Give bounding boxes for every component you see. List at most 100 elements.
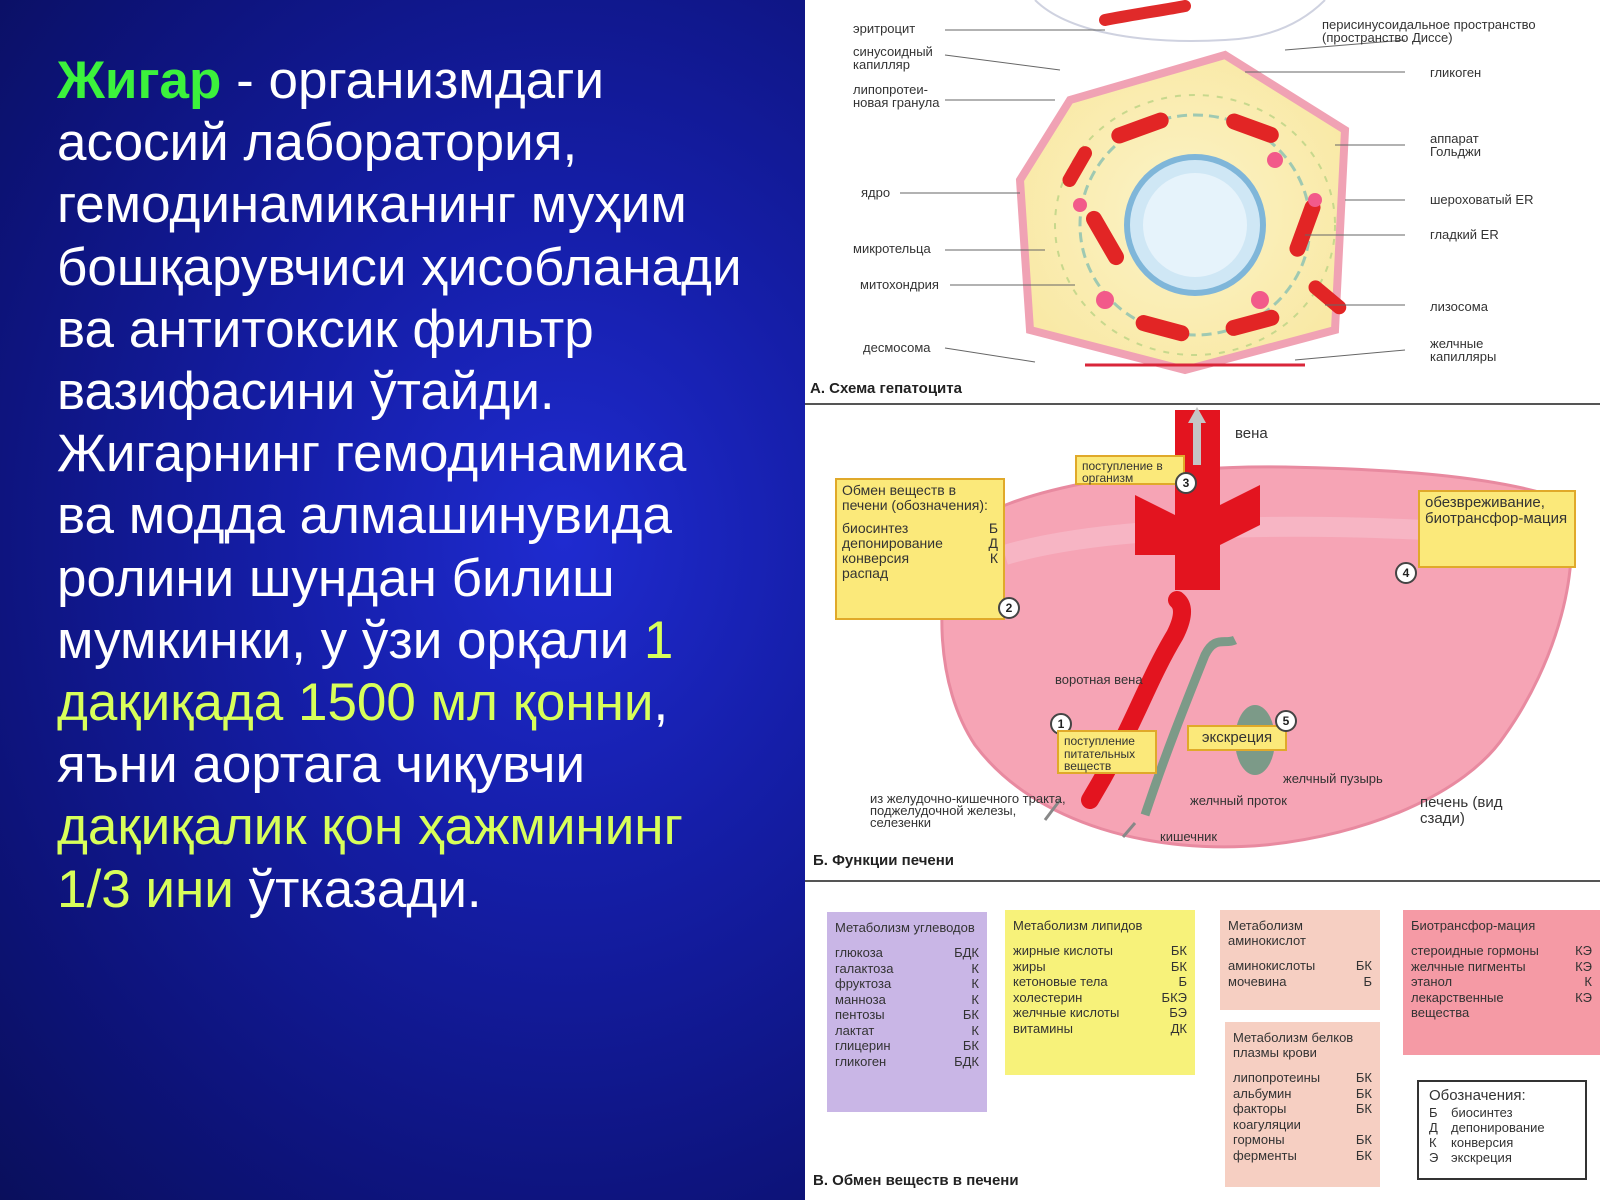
row-code: БК bbox=[962, 1007, 979, 1022]
row-label: биосинтез bbox=[842, 520, 909, 536]
metabolism-box-title: Обмен веществ в печени (обозначения): bbox=[842, 482, 988, 513]
row-code: К bbox=[971, 976, 979, 991]
row-code: КЭ bbox=[1575, 943, 1592, 958]
detox-box: обезвреживание, биотрансфор-мация bbox=[1418, 490, 1576, 568]
highlight-volume: дақиқалик қон ҳажмининг 1/3 ини bbox=[57, 797, 683, 919]
label-gallbladder: желчный пузырь bbox=[1283, 771, 1383, 786]
row-label: кетоновые тела bbox=[1013, 974, 1108, 989]
row-code: ДК bbox=[1170, 1020, 1187, 1036]
text-part-1: - организмдаги асосий лаборатория, гемод… bbox=[57, 51, 742, 670]
row-code: К bbox=[989, 550, 998, 566]
row-label: фруктоза bbox=[835, 976, 892, 991]
label-bile-canaliculi: желчные капилляры bbox=[1430, 336, 1497, 364]
section-b-title: Б. Функции печени bbox=[813, 852, 955, 869]
row-code: КЭ bbox=[1575, 989, 1592, 1005]
section-c-title: В. Обмен веществ в печени bbox=[813, 1172, 1019, 1189]
label-erythrocyte: эритроцит bbox=[853, 21, 916, 36]
legend-title: Обозначения: bbox=[1429, 1087, 1526, 1104]
row-label: желчные кислоты bbox=[1013, 1005, 1120, 1020]
row-label: альбумин bbox=[1233, 1085, 1292, 1101]
marker-1: 1 bbox=[1050, 713, 1072, 735]
divider-b-c bbox=[805, 880, 1600, 882]
row-label: этанол bbox=[1411, 974, 1453, 989]
row-label: липопротеины bbox=[1233, 1070, 1321, 1085]
row-code: БК bbox=[1170, 943, 1187, 958]
label-from-gi: из желудочно-кишечного тракта, поджелудо… bbox=[870, 791, 1066, 830]
row-label: глицерин bbox=[835, 1038, 891, 1053]
carbs-row: пентозы БК bbox=[835, 1007, 979, 1023]
row-code: БК bbox=[1355, 1085, 1372, 1101]
row-label: витамины bbox=[1013, 1020, 1073, 1036]
label-disse-space: перисинусоидальное пространство (простра… bbox=[1322, 17, 1536, 45]
row-label: жирные кислоты bbox=[1013, 943, 1113, 958]
row-label: гормоны bbox=[1233, 1132, 1285, 1147]
plasma-row: гормоны БК bbox=[1233, 1132, 1372, 1148]
carbs-row: фруктоза К bbox=[835, 976, 979, 992]
carbs-title: Метаболизм углеводов bbox=[835, 920, 975, 935]
biotrans-title: Биотрансфор-мация bbox=[1411, 918, 1536, 933]
divider-a-b bbox=[805, 403, 1600, 405]
liver-figure-panel: эритроцит синусоидный капилляр липопроте… bbox=[805, 0, 1600, 1200]
biotrans-row: этанол К bbox=[1411, 974, 1592, 990]
row-label: глюкоза bbox=[835, 945, 883, 960]
metabolism-row: распад bbox=[842, 566, 998, 581]
legend-code: Б bbox=[1429, 1105, 1438, 1120]
row-label: ферменты bbox=[1233, 1147, 1297, 1163]
intake-box: поступление в организм bbox=[1075, 455, 1185, 485]
row-code: БЭ bbox=[1169, 1005, 1187, 1020]
legend-label: экскреция bbox=[1451, 1150, 1512, 1165]
text-part-2: , яъни аортага чиқувчи bbox=[57, 673, 669, 795]
lipids-title: Метаболизм липидов bbox=[1013, 918, 1143, 933]
metabolism-row: биосинтез Б bbox=[842, 521, 998, 536]
row-code: К bbox=[1584, 974, 1592, 989]
row-label: факторы коагуляции bbox=[1233, 1101, 1301, 1132]
row-code: К bbox=[971, 991, 979, 1007]
row-label: лекарственные вещества bbox=[1411, 989, 1504, 1021]
row-code: Б bbox=[988, 520, 998, 536]
lipids-row: кетоновые тела Б bbox=[1013, 974, 1187, 990]
label-rough-er: шероховатый ER bbox=[1430, 192, 1534, 207]
legend-label: депонирование bbox=[1451, 1120, 1545, 1135]
label-desmosome: десмосома bbox=[863, 340, 931, 355]
row-label: желчные пигменты bbox=[1411, 958, 1526, 974]
biotrans-row: стероидные гормоны КЭ bbox=[1411, 943, 1592, 959]
label-golgi: аппарат Гольджи bbox=[1430, 131, 1482, 159]
row-label: пентозы bbox=[835, 1007, 885, 1022]
row-code: Б bbox=[1363, 973, 1372, 989]
legend-label: конверсия bbox=[1451, 1135, 1514, 1150]
row-code: БДК bbox=[954, 945, 979, 960]
row-label: стероидные гормоны bbox=[1411, 943, 1539, 958]
legend-code: Э bbox=[1429, 1150, 1439, 1165]
row-code: БКЭ bbox=[1161, 989, 1187, 1005]
label-lipoprotein: липопротеи-новая гранула bbox=[853, 82, 940, 110]
label-bile-duct: желчный проток bbox=[1190, 793, 1287, 808]
marker-2: 2 bbox=[998, 597, 1020, 619]
row-label: конверсия bbox=[842, 550, 910, 566]
row-code: БК bbox=[1355, 1132, 1372, 1147]
label-lysosome: лизосома bbox=[1430, 299, 1488, 314]
legend-code: К bbox=[1429, 1135, 1437, 1150]
row-label: лактат bbox=[835, 1022, 875, 1038]
label-mitochondria: митохондрия bbox=[860, 277, 939, 292]
biotrans-row: лекарственные вещества КЭ bbox=[1411, 990, 1592, 1021]
label-liver-back: печень (вид сзади) bbox=[1420, 794, 1503, 827]
row-code: Б bbox=[1178, 974, 1187, 989]
text-part-3: ўтказади. bbox=[233, 859, 482, 919]
nutrients-box: поступление питательных веществ bbox=[1057, 730, 1157, 774]
row-label: гликоген bbox=[835, 1053, 887, 1069]
marker-5: 5 bbox=[1275, 710, 1297, 732]
